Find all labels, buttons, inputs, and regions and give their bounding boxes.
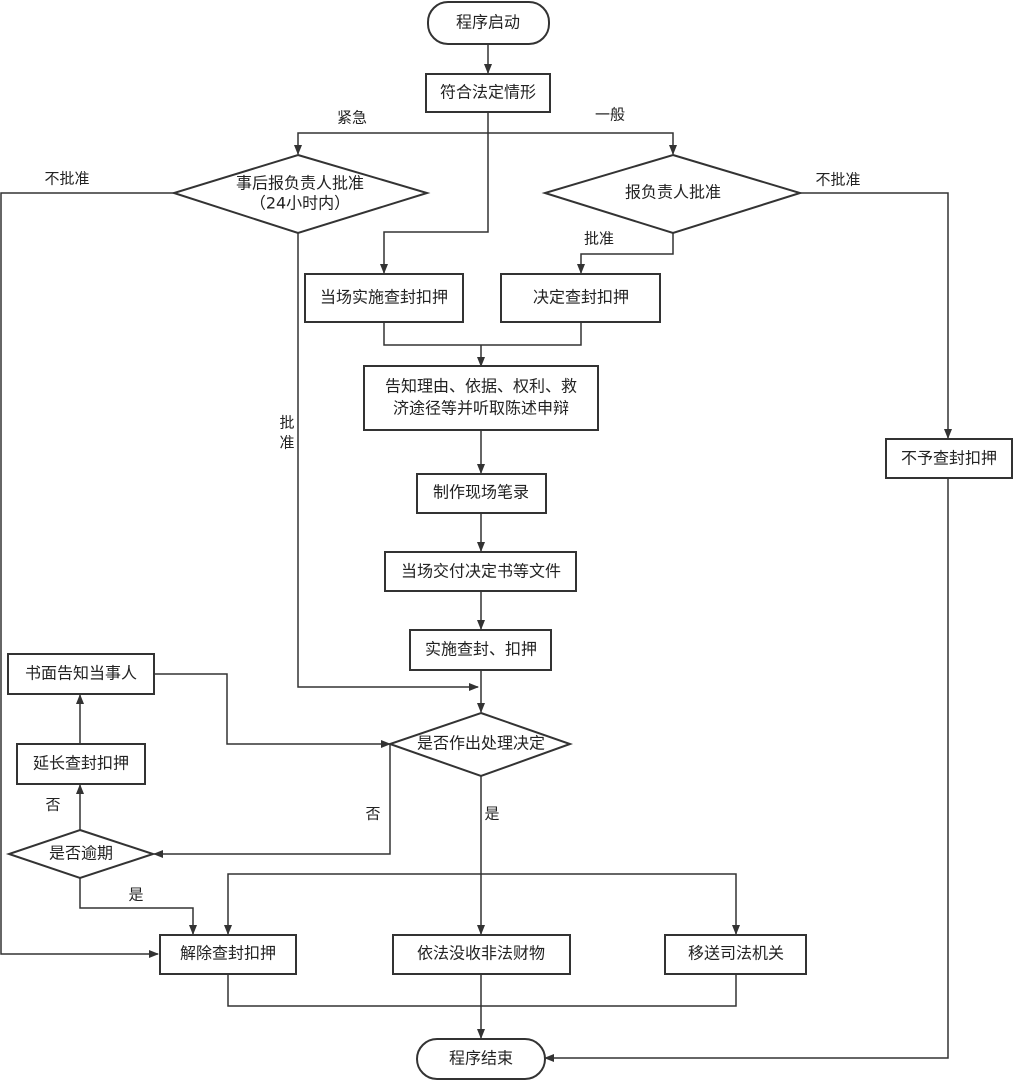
edge-approve-decide [577,233,674,274]
edge-merge-notify [383,322,582,346]
edge-noseize-end [544,478,949,1062]
node-onsite-seize: 当场实施查封扣押 [304,273,464,323]
end-shape [416,1038,546,1080]
urgent-approval-shape [170,153,431,235]
node-decision: 是否作出处理决定 [386,711,573,778]
onsite-seize-text: 当场实施查封扣押 [320,288,448,307]
overdue-text: 是否逾期 [49,844,113,863]
label-reject-right: 不批准 [815,171,860,189]
legal-shape [425,73,551,113]
release-text: 解除查封扣押 [180,944,276,963]
overdue-shape [5,828,157,880]
node-deliver: 当场交付决定书等文件 [384,551,577,592]
node-implement: 实施查封、扣押 [409,629,552,671]
transfer-text: 移送司法机关 [688,944,784,963]
edge-overdue-release [79,878,197,935]
edge-branch-release [224,873,481,935]
confiscate-text: 依法没收非法财物 [417,944,545,963]
onsite-seize-shape [304,273,464,323]
edge-branch-transfer [481,873,740,935]
node-legal: 符合法定情形 [425,73,551,113]
label-reject-left: 不批准 [44,170,89,188]
node-no-seize: 不予查封扣押 [885,438,1013,479]
label-urgent: 紧急 [337,109,367,127]
edges [0,44,952,1062]
node-decide-seize: 决定查封扣押 [500,273,661,323]
extend-shape [16,743,146,785]
node-written-notice: 书面告知当事人 [7,653,155,695]
written-notice-text: 书面告知当事人 [25,664,137,683]
notify-text-1: 告知理由、依据、权利、救 [385,377,577,396]
node-overdue: 是否逾期 [5,828,157,880]
record-shape [416,473,547,514]
label-yes-overdue: 是 [128,886,143,904]
deliver-text: 当场交付决定书等文件 [401,562,561,581]
decide-seize-shape [500,273,661,323]
normal-approval-shape [541,153,804,235]
legal-text: 符合法定情形 [440,83,536,102]
node-normal-approval: 报负责人批准 [541,153,804,235]
edge-to-onsite [380,133,489,274]
no-seize-text: 不予查封扣押 [901,449,997,468]
label-approve-right: 批准 [584,230,614,248]
decision-text: 是否作出处理决定 [417,734,545,753]
node-transfer: 移送司法机关 [664,934,807,975]
notify-shape [363,365,599,431]
record-text: 制作现场笔录 [433,483,529,502]
transfer-shape [664,934,807,975]
label-approve-left-2: 准 [279,434,294,452]
urgent-approval-text-2: （24小时内） [250,194,350,213]
edge-to-urgent [294,132,488,155]
node-start: 程序启动 [427,1,550,45]
label-yes-decision: 是 [484,805,499,823]
confiscate-shape [392,934,571,975]
label-approve-left-1: 批 [279,414,294,432]
edge-reject-no-seize [800,192,952,439]
implement-shape [409,629,552,671]
decide-seize-text: 决定查封扣押 [533,288,629,307]
edge-approve-decision [297,233,479,691]
label-no-decision: 否 [365,805,380,823]
deliver-shape [384,551,577,592]
edge-decision-overdue [153,744,391,858]
node-confiscate: 依法没收非法财物 [392,934,571,975]
node-release: 解除查封扣押 [159,934,297,975]
edge-labels: 紧急 一般 不批准 不批准 批准 批 准 否 否 是 是 [44,106,860,904]
normal-approval-text: 报负责人批准 [625,183,721,202]
written-notice-shape [7,653,155,695]
extend-text: 延长查封扣押 [33,754,129,773]
node-extend: 延长查封扣押 [16,743,146,785]
edge-to-normal [488,132,677,155]
start-shape [427,1,550,45]
no-seize-shape [885,438,1013,479]
urgent-approval-text-1: 事后报负责人批准 [236,174,364,193]
release-shape [159,934,297,975]
edge-merge-end [227,974,737,1007]
edge-notice-decision [154,673,391,748]
notify-text-2: 济途径等并听取陈述申辩 [393,399,569,418]
node-urgent-approval: 事后报负责人批准 （24小时内） [170,153,431,235]
implement-text: 实施查封、扣押 [425,640,537,659]
end-text: 程序结束 [449,1049,513,1068]
decision-shape [386,711,573,778]
node-record: 制作现场笔录 [416,473,547,514]
start-text: 程序启动 [456,13,520,32]
label-no-overdue: 否 [45,796,60,814]
label-normal: 一般 [595,106,625,124]
node-end: 程序结束 [416,1038,546,1080]
node-notify: 告知理由、依据、权利、救 济途径等并听取陈述申辩 [363,365,599,431]
edge-reject-release [0,192,174,958]
